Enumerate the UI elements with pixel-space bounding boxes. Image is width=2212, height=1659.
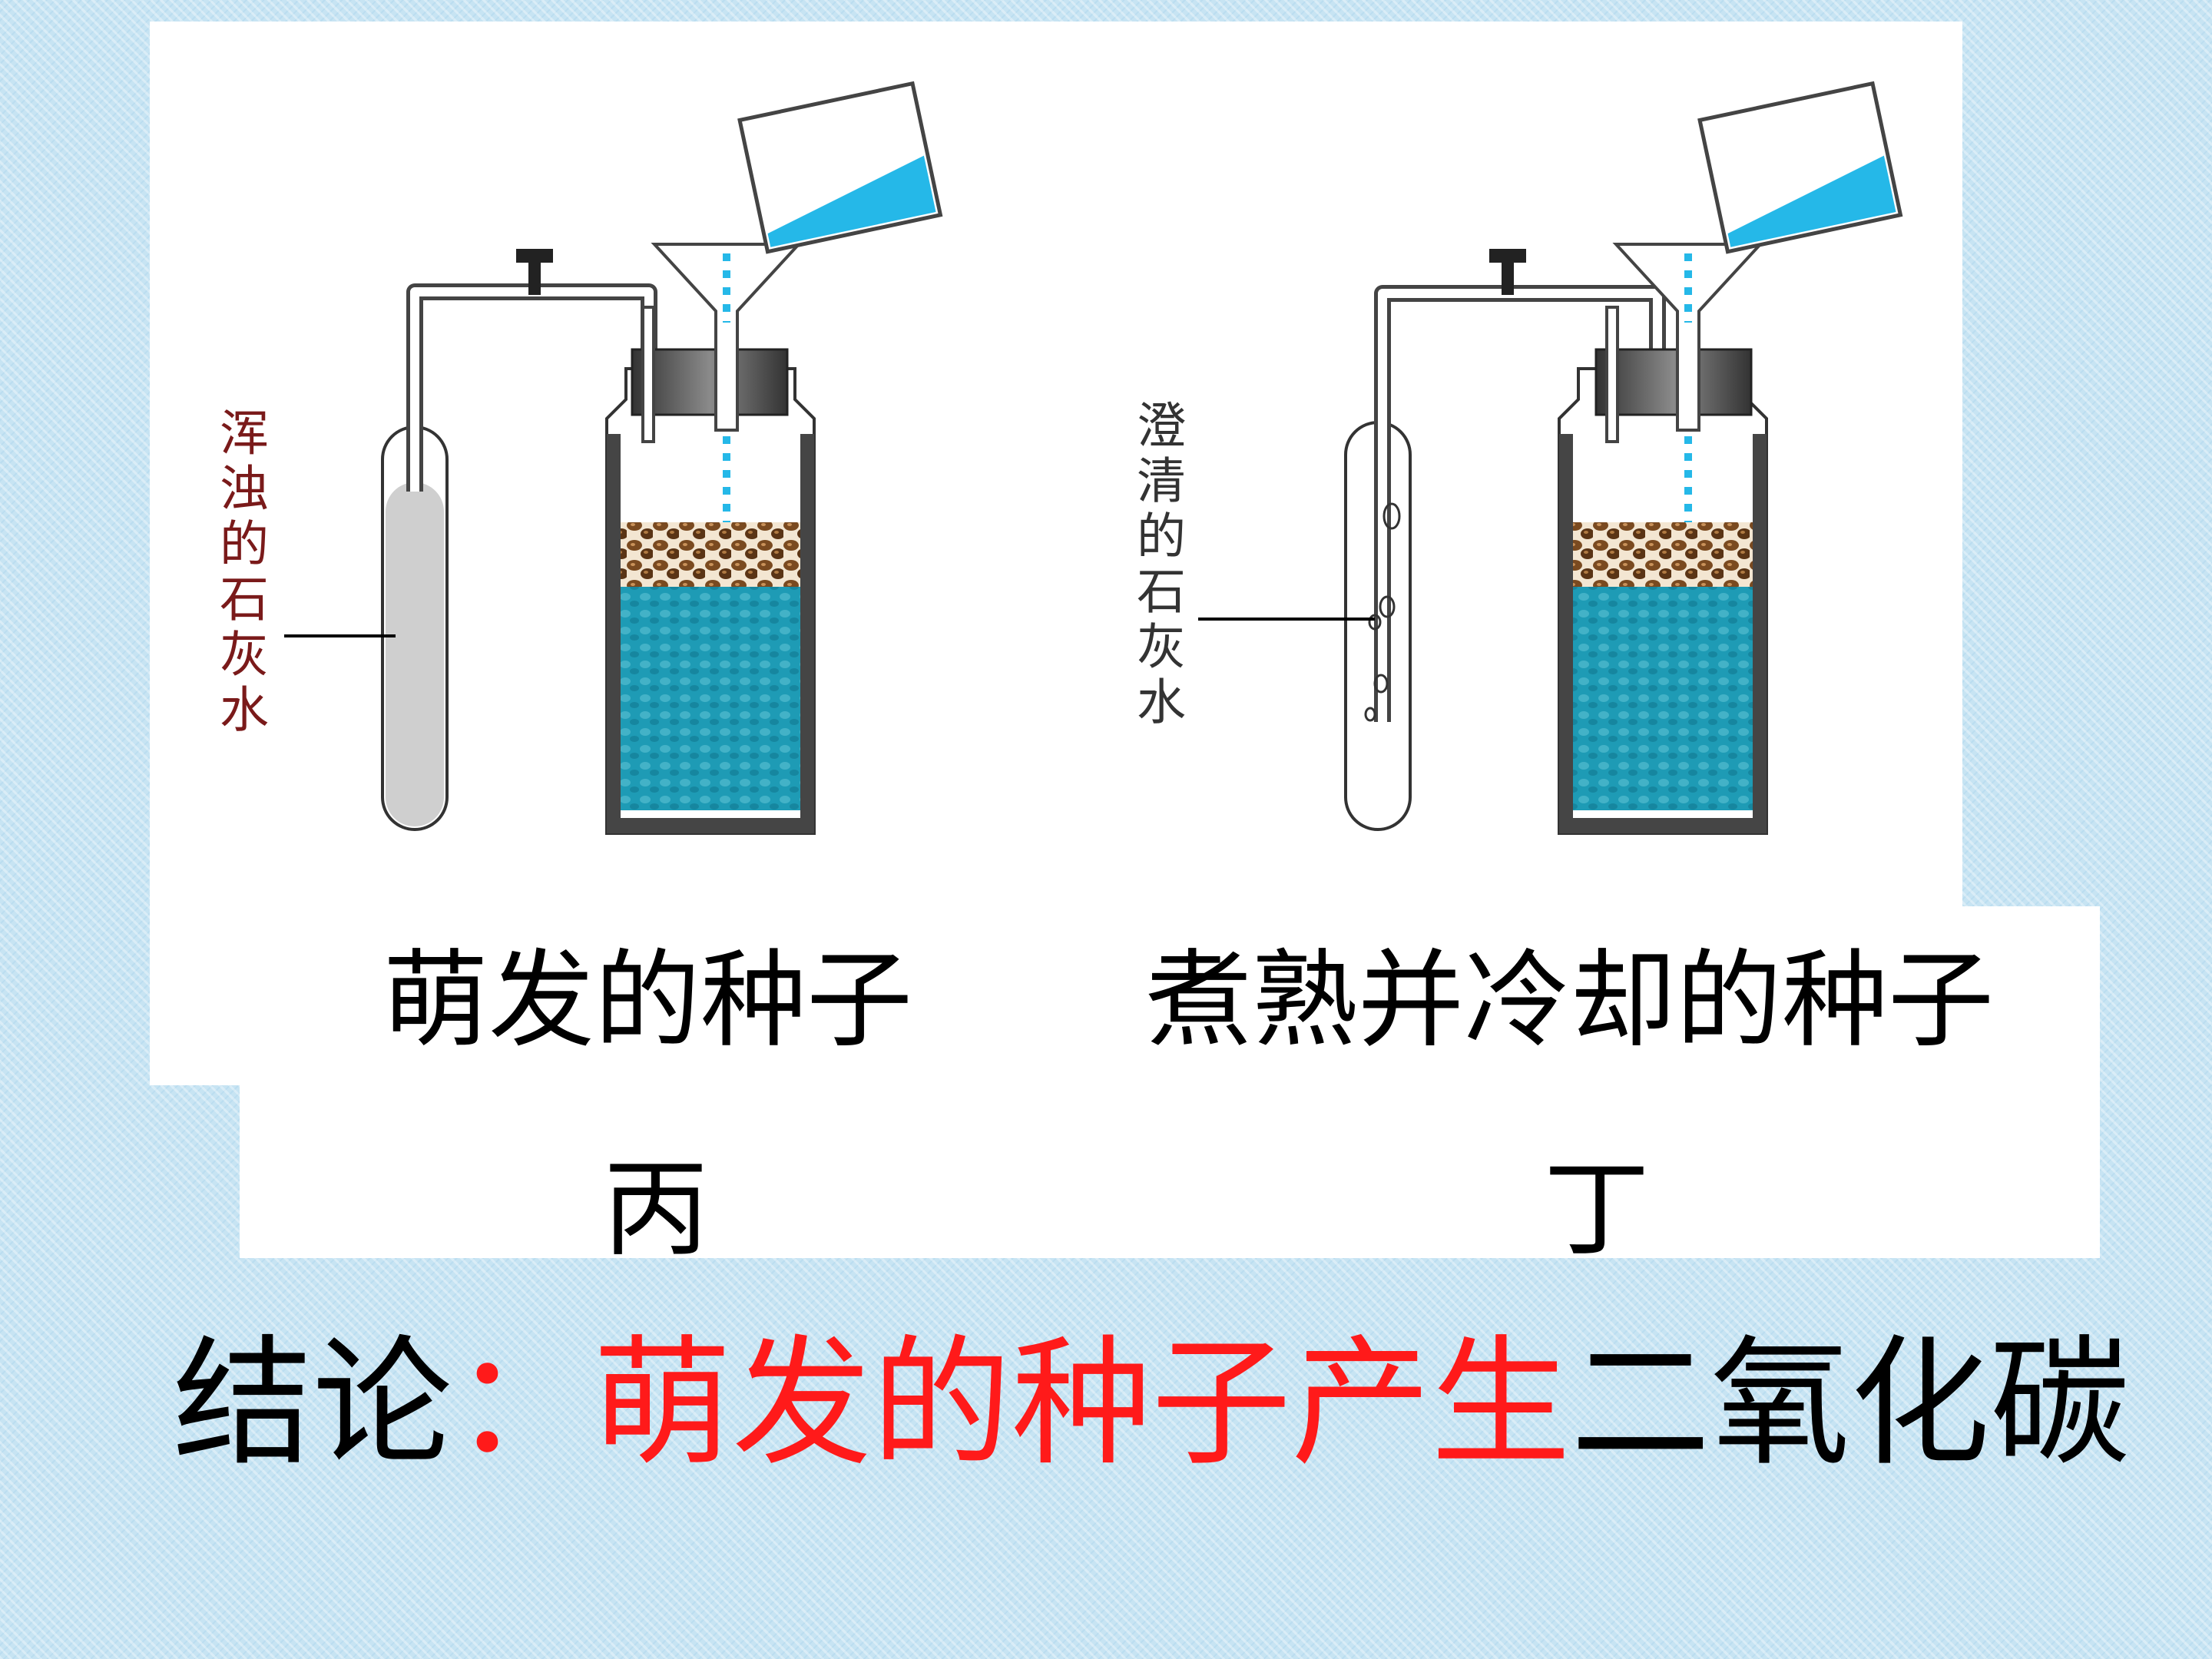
right-clamp: [1502, 261, 1514, 295]
right-caption: 煮熟并冷却的种子: [1146, 939, 1995, 1062]
left-stopper: [631, 348, 789, 416]
right-water: [1573, 585, 1753, 810]
left-apparatus: [284, 81, 943, 835]
left-caption: 萌发的种子: [382, 939, 913, 1062]
caption-panel: [240, 906, 2100, 1258]
left-limewater-label: 浑浊的石灰水: [211, 407, 268, 739]
left-limewater: [386, 482, 444, 826]
bubble: [1364, 707, 1376, 722]
left-clamp: [528, 261, 541, 295]
left-beaker: [737, 81, 943, 254]
conclusion-prefix: 结论: [173, 1322, 452, 1485]
bubble: [1382, 502, 1401, 530]
right-stopper: [1594, 348, 1753, 416]
right-beaker: [1697, 81, 1903, 254]
conclusion-suffix: 二氧化碳: [1571, 1322, 2130, 1485]
left-seeds: [621, 522, 800, 587]
right-apparatus: [1198, 81, 1903, 835]
conclusion-highlight: 萌发的种子产生: [592, 1322, 1571, 1485]
conclusion-colon: ：: [452, 1322, 592, 1485]
bubble: [1373, 674, 1389, 694]
conclusion: 结论：萌发的种子产生二氧化碳: [173, 1290, 2130, 1492]
bubble: [1368, 614, 1382, 631]
bubble: [1379, 595, 1396, 618]
right-limewater-label: 澄清的石灰水: [1128, 399, 1185, 731]
right-seeds: [1573, 522, 1753, 587]
right-tag: 丁: [1544, 1147, 1651, 1271]
left-tag: 丙: [603, 1147, 710, 1271]
left-water: [621, 585, 800, 810]
